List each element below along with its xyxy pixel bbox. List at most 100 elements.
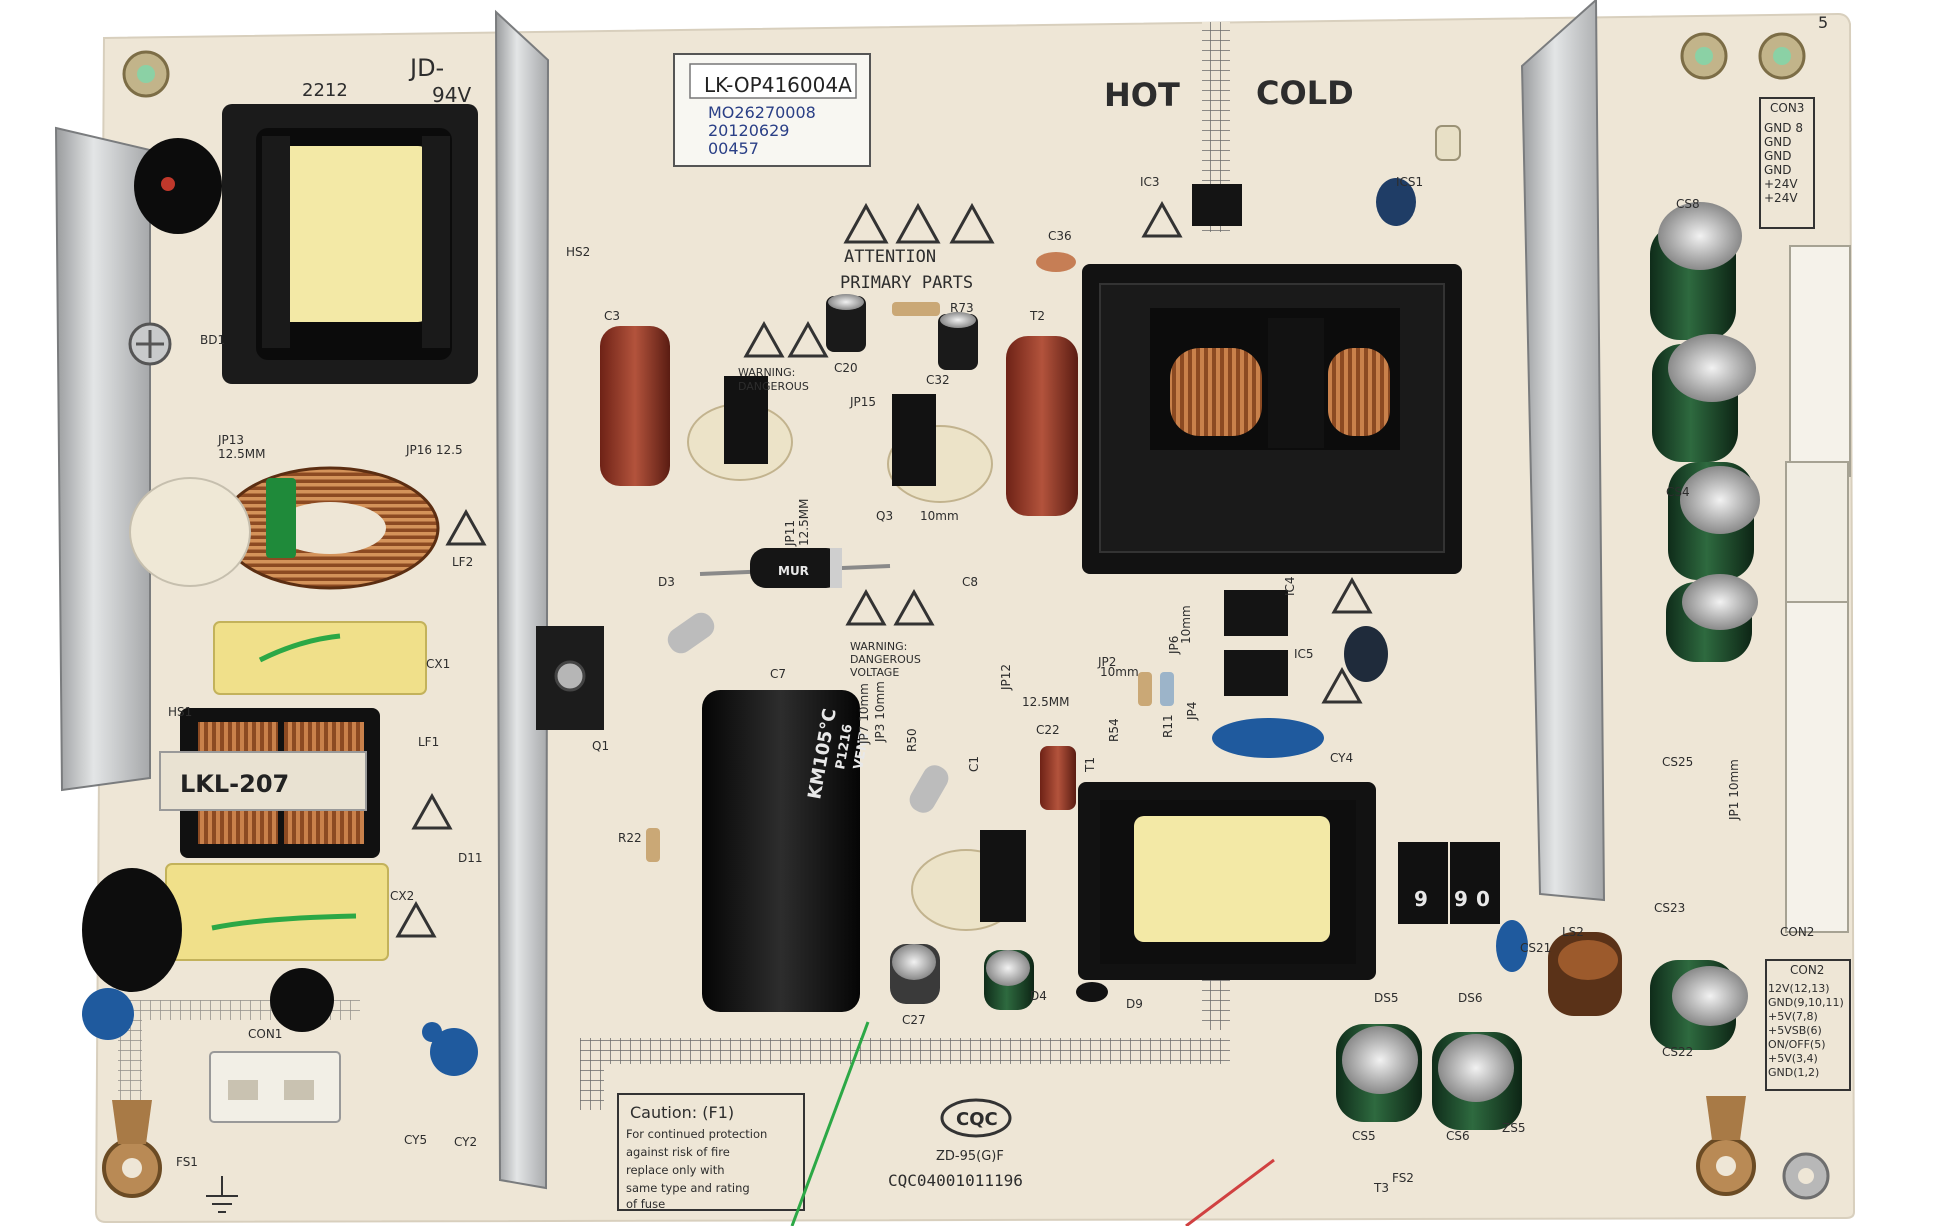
designator-c22: C22 <box>1036 723 1060 737</box>
capacitor-top-left <box>134 138 222 234</box>
heatsink-left <box>54 126 151 792</box>
designator-jp7-10mm: JP7 10mm <box>857 683 871 745</box>
con3-pin-5: +24V <box>1764 177 1798 191</box>
heatsink-hs2 <box>494 9 550 1190</box>
cqc-line2: CQC04001011196 <box>888 1171 1023 1190</box>
designator-ls2: LS2 <box>1562 925 1584 939</box>
designator-12-5mm: 12.5MM <box>1022 695 1069 709</box>
designator-q1: Q1 <box>592 739 609 753</box>
designator-ic4: IC4 <box>1283 576 1297 596</box>
designator-c8: C8 <box>962 575 978 589</box>
con3-pin-4: GND <box>1764 163 1792 177</box>
designator-zs5: ZS5 <box>1502 1121 1525 1135</box>
corner-number: 5 <box>1818 13 1828 32</box>
jumper-cs6 <box>1435 125 1461 161</box>
transistor-jp15 <box>687 376 793 481</box>
designator-c20: C20 <box>834 361 858 375</box>
designator-cs6: CS6 <box>1446 1129 1470 1143</box>
designator-jp3-10mm: JP3 10mm <box>873 681 887 743</box>
model-label-sticker <box>673 53 871 167</box>
designator-jp12: JP12 <box>999 664 1013 691</box>
marker-red-line <box>1185 1158 1275 1226</box>
marker-scribble-2 <box>211 913 357 931</box>
bulk-capacitor-c7 <box>702 690 860 1012</box>
designator-lf2: LF2 <box>452 555 473 569</box>
designator-d11: D11 <box>458 851 483 865</box>
transformer-t1 <box>1078 782 1376 980</box>
capacitor-cs22 <box>1650 960 1748 1050</box>
caution-body-3: replace only with <box>626 1163 725 1177</box>
screw-left <box>128 322 172 366</box>
con2-pin-2: GND(9,10,11) <box>1768 996 1844 1009</box>
cqc-line1: ZD-95(G)F <box>936 1149 1004 1164</box>
rectifier-ds6 <box>1450 842 1500 924</box>
designator-cs21: CS21 <box>1520 941 1551 955</box>
model-label-line4: 00457 <box>708 139 759 158</box>
designator-fs1: FS1 <box>176 1155 198 1169</box>
designator-12-5mm: 12.5MM <box>797 499 811 546</box>
capacitor-c36 <box>1036 252 1076 272</box>
mounting-hole-bottom-right <box>1782 1152 1830 1200</box>
designator-cs5: CS5 <box>1352 1129 1376 1143</box>
optocoupler-ic4 <box>1224 590 1288 636</box>
model-label-line1: LK-OP416004A <box>704 73 852 97</box>
designator-jp13: JP13 <box>217 433 244 447</box>
ds5-digit: 9 <box>1414 887 1428 911</box>
con3-pin-1: GND 8 <box>1764 121 1803 135</box>
capacitor-small-green <box>984 950 1034 1010</box>
con2-pin-1: 12V(12,13) <box>1768 982 1830 995</box>
model-label-line3: 20120629 <box>708 121 789 140</box>
designator-r11: R11 <box>1161 714 1175 738</box>
ds6-digit-b: 0 <box>1476 887 1490 911</box>
designator-cs25: CS25 <box>1662 755 1693 769</box>
optocoupler-ic5 <box>1224 650 1288 696</box>
attention-line1: ATTENTION <box>844 247 936 267</box>
con3-silk-box <box>1759 97 1815 229</box>
film-capacitor-red-center <box>1006 336 1078 516</box>
con3-pin-3: GND <box>1764 149 1792 163</box>
designator-q3: Q3 <box>876 509 893 523</box>
designator-12-5mm: 12.5MM <box>218 447 265 461</box>
designator-con1: CON1 <box>248 1027 282 1041</box>
capacitor-cs5 <box>1336 1024 1422 1122</box>
mounting-lug-right <box>1696 1096 1756 1196</box>
hot-label: HOT <box>1104 76 1180 114</box>
designator-c3: C3 <box>604 309 620 323</box>
con2-pin-6: +5V(3,4) <box>1768 1052 1818 1065</box>
warning-line: VOLTAGE <box>850 666 899 679</box>
designator-jp11: JP11 <box>783 520 797 547</box>
resistor-r73 <box>892 302 940 316</box>
diode-d3 <box>699 548 891 588</box>
designator-lf1: LF1 <box>418 735 439 749</box>
warning-label-short: WARNING: <box>738 366 795 379</box>
diode-d9 <box>1076 982 1108 1002</box>
resistor-r11 <box>1160 672 1174 706</box>
caution-title: Caution: (F1) <box>630 1103 734 1122</box>
designator-c1: C1 <box>967 756 981 772</box>
ds6-digit-a: 9 <box>1454 887 1468 911</box>
designator-10mm: 10mm <box>1100 665 1139 679</box>
mounting-hole-top-left <box>122 50 170 98</box>
diode-print: MUR <box>778 564 809 578</box>
capacitor-green-small <box>1666 574 1758 662</box>
designator-cy5: CY5 <box>404 1133 427 1147</box>
warning-line: WARNING: <box>850 640 907 653</box>
designator-cx1: CX1 <box>426 657 450 671</box>
designator-cs4: CS4 <box>1666 485 1690 499</box>
y-capacitor-cy5 <box>422 1022 442 1042</box>
designator-r54: R54 <box>1107 718 1121 742</box>
designator-cy4: CY4 <box>1330 751 1353 765</box>
film-capacitor-c22 <box>1040 746 1076 810</box>
caution-box <box>617 1093 805 1211</box>
designator-ic5: IC5 <box>1294 647 1314 661</box>
designator-c27: C27 <box>902 1013 926 1027</box>
transformer-t2 <box>1082 264 1462 574</box>
designator-ics1: ICS1 <box>1396 175 1423 189</box>
con2-pin-7: GND(1,2) <box>1768 1066 1819 1079</box>
thermistor <box>129 477 251 587</box>
filter-label: LKL-207 <box>180 770 289 798</box>
capacitor-cs6 <box>1432 1032 1522 1130</box>
brand-number: 2212 <box>302 80 348 101</box>
mounting-lug-left <box>102 1100 162 1198</box>
designator-d9: D9 <box>1126 997 1143 1011</box>
